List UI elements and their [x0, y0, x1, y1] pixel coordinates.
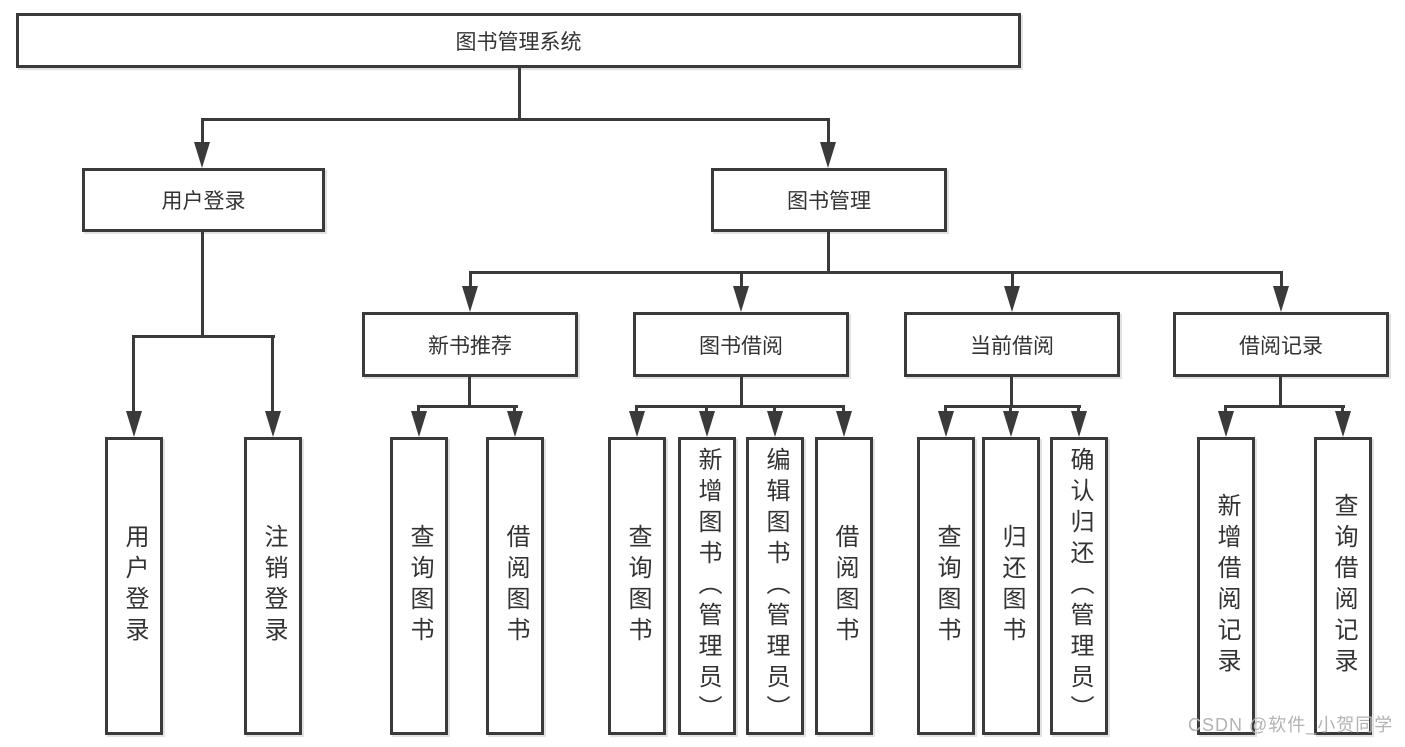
connector-recommend-child-0: [417, 405, 420, 413]
connector-recommend-horizontal: [418, 405, 518, 408]
connector-records-horizontal: [1225, 405, 1345, 408]
leaf-current-query-books: 查询图书: [917, 437, 975, 735]
leaf-borrow-add-books-admin: 新增图书（管理员）: [678, 437, 736, 735]
arrowhead-borrow-child-3-icon: [836, 411, 852, 437]
arrowhead-records-child-0-icon: [1218, 411, 1234, 437]
leaf-recommend-borrow-books: 借阅图书: [486, 437, 544, 735]
connector-records-child-1: [1341, 405, 1344, 413]
connector-login-horizontal: [133, 335, 275, 338]
connector-login-child-1: [271, 335, 274, 413]
arrowhead-borrow-child-1-icon: [699, 411, 715, 437]
node-borrow-records: 借阅记录: [1173, 312, 1389, 377]
arrowhead-recommend-icon: [462, 286, 478, 312]
arrowhead-current-child-2-icon: [1071, 411, 1087, 437]
connector-to-records: [1280, 271, 1283, 288]
connector-to-recommend: [469, 271, 472, 288]
connector-login-child-0: [132, 335, 135, 413]
leaf-borrow-query-books: 查询图书: [608, 437, 666, 735]
connector-borrow-child-0: [635, 405, 638, 413]
connector-borrow-child-1: [705, 405, 708, 413]
arrowhead-login-child-1-icon: [265, 411, 281, 437]
connector-current-stem: [1010, 374, 1013, 407]
connector-recommend-child-1: [513, 405, 516, 413]
arrowhead-borrow-child-0-icon: [629, 411, 645, 437]
arrowhead-records-child-1-icon: [1335, 411, 1351, 437]
node-root: 图书管理系统: [16, 13, 1021, 68]
node-user-login: 用户登录: [82, 168, 325, 232]
connector-manage-stem: [827, 232, 830, 274]
leaf-borrow-borrow-books: 借阅图书: [815, 437, 873, 735]
connector-login-stem: [201, 232, 204, 338]
csdn-watermark: CSDN @软件_小贺同学: [1188, 715, 1394, 735]
leaf-logout: 注销登录: [244, 437, 302, 735]
connector-borrow-child-2: [773, 405, 776, 413]
arrowhead-borrow-icon: [733, 286, 749, 312]
connector-records-stem: [1279, 374, 1282, 407]
node-book-borrow: 图书借阅: [633, 312, 849, 377]
connector-to-book-manage: [827, 118, 830, 144]
arrowhead-records-icon: [1273, 286, 1289, 312]
arrowhead-current-child-0-icon: [938, 411, 954, 437]
connector-borrow-stem: [740, 374, 743, 407]
leaf-records-add-record: 新增借阅记录: [1197, 437, 1255, 735]
connector-manage-horizontal: [469, 271, 1283, 274]
leaf-records-query-record: 查询借阅记录: [1314, 437, 1372, 735]
arrowhead-login-child-0-icon: [126, 411, 142, 437]
connector-to-user-login: [201, 118, 204, 144]
arrowhead-current-child-1-icon: [1003, 411, 1019, 437]
arrowhead-recommend-child-1-icon: [507, 411, 523, 437]
connector-root-horizontal: [201, 118, 830, 121]
connector-to-borrow: [740, 271, 743, 288]
leaf-current-return-books: 归还图书: [982, 437, 1040, 735]
leaf-user-login: 用户登录: [105, 437, 163, 735]
connector-to-current: [1011, 271, 1014, 288]
arrowhead-borrow-child-2-icon: [767, 411, 783, 437]
connector-borrow-child-3: [842, 405, 845, 413]
connector-current-child-2: [1077, 405, 1080, 413]
leaf-current-confirm-return-admin: 确认归还（管理员）: [1050, 437, 1108, 735]
connector-current-child-0: [944, 405, 947, 413]
node-current-borrow: 当前借阅: [904, 312, 1120, 377]
connector-current-child-1: [1009, 405, 1012, 413]
leaf-recommend-query-books: 查询图书: [390, 437, 448, 735]
node-new-book-recommend: 新书推荐: [362, 312, 578, 377]
arrowhead-current-icon: [1004, 286, 1020, 312]
arrowhead-book-manage-icon: [820, 142, 836, 168]
connector-recommend-stem: [468, 374, 471, 407]
arrowhead-recommend-child-0-icon: [411, 411, 427, 437]
connector-records-child-0: [1224, 405, 1227, 413]
node-book-manage: 图书管理: [711, 168, 947, 232]
arrowhead-user-login-icon: [194, 142, 210, 168]
leaf-borrow-edit-books-admin: 编辑图书（管理员）: [746, 437, 804, 735]
connector-current-horizontal: [945, 405, 1081, 408]
connector-borrow-horizontal: [636, 405, 845, 408]
connector-root-stem: [518, 68, 521, 120]
